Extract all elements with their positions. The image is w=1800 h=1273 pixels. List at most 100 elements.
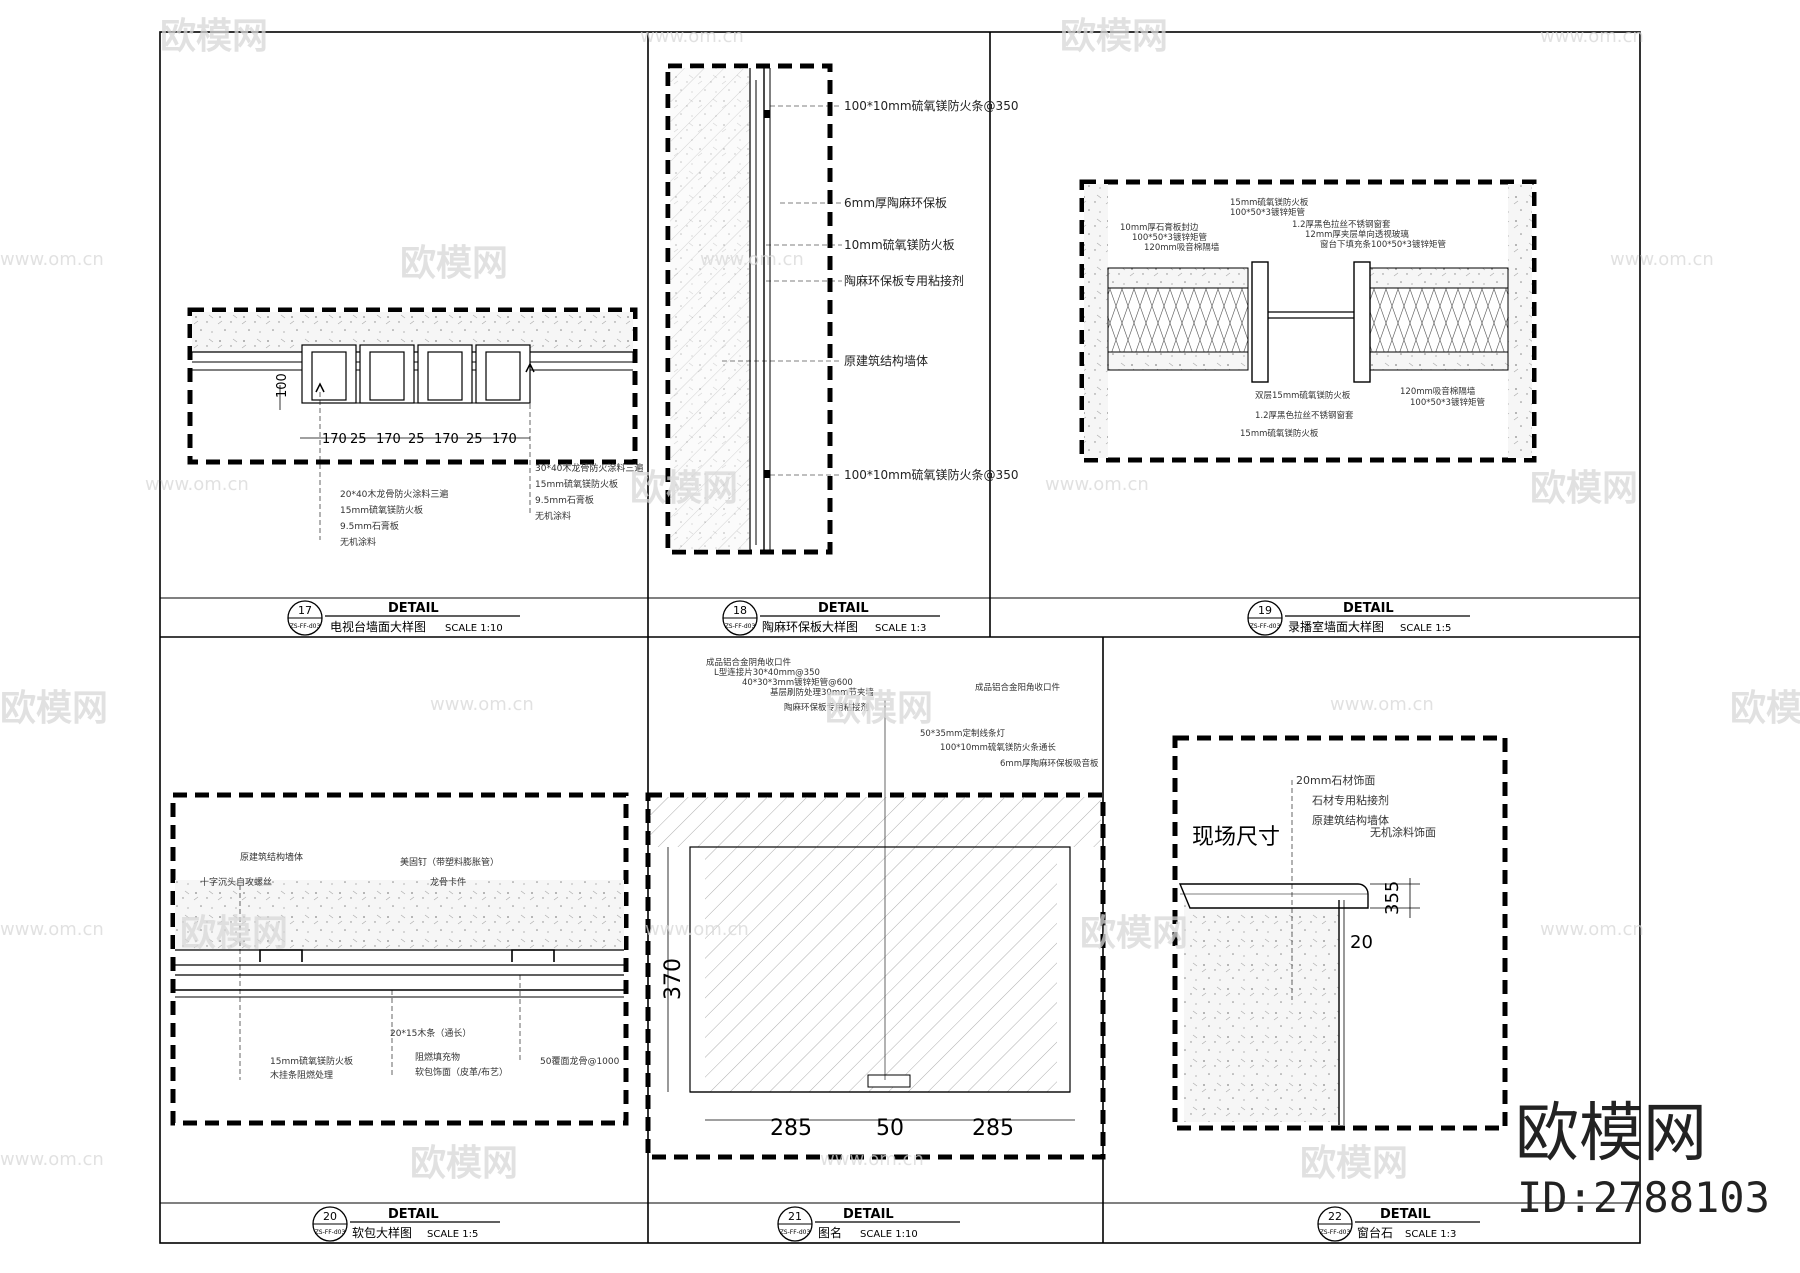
- note: 15mm硫氧镁防火板: [1230, 197, 1309, 208]
- watermark-brand: 欧模网: [630, 468, 738, 509]
- svg-text:22: 22: [1328, 1210, 1342, 1223]
- panel-22-dimensions: 现场尺寸 355 20: [1192, 825, 1403, 953]
- svg-text:19: 19: [1258, 604, 1272, 617]
- title-block-17: 17 ZS-FF-d03 DETAIL 电视台墙面大样图 SCALE 1:10: [287, 600, 520, 636]
- watermark-brand: 欧模网: [400, 243, 508, 284]
- note: 15mm硫氧镁防火板: [270, 1055, 353, 1067]
- note: 40*30*3mm镀锌矩管@600: [742, 677, 853, 688]
- dim-50: 50: [876, 1116, 904, 1141]
- watermark-brand: 欧模网: [1060, 16, 1168, 57]
- note: 120mm吸音棉隔墙: [1400, 386, 1476, 397]
- watermark-brand: 欧模网: [160, 16, 268, 57]
- title-block-18: 18 ZS-FF-d03 DETAIL 陶麻环保板大样图 SCALE 1:3: [722, 600, 940, 636]
- watermark-brand: 欧模网: [1530, 468, 1638, 509]
- dim-1: 170: [322, 432, 347, 447]
- panel-21-dimensions: 285 50 285 370: [661, 958, 1014, 1141]
- note: 20*40木龙骨防火涂料三遍: [340, 488, 448, 500]
- dim-7: 170: [492, 432, 517, 447]
- note: 基层刷防处理30mm节夹墙: [770, 687, 874, 698]
- watermark-site: www.om.cn: [430, 694, 534, 715]
- svg-text:DETAIL: DETAIL: [1343, 601, 1394, 616]
- note: 1.2厚黑色拉丝不锈钢窗套: [1292, 219, 1391, 230]
- watermark-brand: 欧模网: [1300, 1143, 1408, 1184]
- title-block-19: 19 ZS-FF-d03 DETAIL 录播室墙面大样图 SCALE 1:5: [1247, 600, 1470, 636]
- dim-2: 25: [350, 432, 367, 447]
- svg-text:ZS-FF-d03: ZS-FF-d03: [1320, 1229, 1351, 1236]
- title-block-21: 21 ZS-FF-d03 DETAIL 图名 SCALE 1:10: [777, 1206, 960, 1242]
- note: 120mm吸音棉隔墙: [1144, 242, 1220, 253]
- svg-text:软包大样图: 软包大样图: [352, 1225, 412, 1240]
- title-block-20: 20 ZS-FF-d03 DETAIL 软包大样图 SCALE 1:5: [312, 1206, 500, 1242]
- note: 成品铝合金阳角收口件: [975, 682, 1061, 693]
- svg-text:DETAIL: DETAIL: [843, 1207, 894, 1222]
- watermark-layer: 欧模网 欧模网 www.om.cn www.om.cn www.om.cn 欧模…: [0, 16, 1800, 1184]
- note: 木挂条阻燃处理: [270, 1069, 333, 1081]
- watermark-site: www.om.cn: [1540, 919, 1644, 940]
- note: 100*50*3镀锌矩管: [1132, 232, 1207, 243]
- watermark-brand: 欧模网: [180, 913, 288, 954]
- watermark-site: www.om.cn: [1610, 249, 1714, 270]
- dim-5: 170: [434, 432, 459, 447]
- svg-text:ZS-FF-d03: ZS-FF-d03: [725, 623, 756, 630]
- watermark-site: www.om.cn: [1330, 694, 1434, 715]
- note: 1.2厚黑色拉丝不锈钢窗套: [1255, 410, 1354, 421]
- dim-6: 25: [466, 432, 483, 447]
- dim-285-right: 285: [972, 1116, 1014, 1141]
- dim-3: 170: [376, 432, 401, 447]
- svg-text:SCALE 1:10: SCALE 1:10: [860, 1229, 918, 1240]
- note: L型连接片30*40mm@350: [714, 667, 820, 678]
- note: 原建筑结构墙体: [1312, 813, 1389, 827]
- dim-370: 370: [661, 958, 686, 1000]
- note: 软包饰面（皮革/布艺）: [415, 1066, 508, 1078]
- svg-text:SCALE 1:3: SCALE 1:3: [1405, 1229, 1456, 1240]
- note: 9.5mm石膏板: [535, 494, 594, 506]
- title-block-22: 22 ZS-FF-d03 DETAIL 窗台石 SCALE 1:3: [1317, 1206, 1480, 1242]
- watermark-brand: 欧模网: [825, 688, 933, 729]
- svg-text:SCALE 1:10: SCALE 1:10: [445, 623, 503, 634]
- watermark-site: www.om.cn: [645, 919, 749, 940]
- note: 100*10mm硫氧镁防火条通长: [940, 742, 1056, 753]
- svg-text:ZS-FF-d03: ZS-FF-d03: [290, 623, 321, 630]
- note: 原建筑结构墙体: [240, 851, 303, 863]
- note: 30*40木龙骨防火涂料三遍: [535, 462, 643, 474]
- svg-text:图名: 图名: [818, 1225, 842, 1240]
- svg-text:SCALE 1:5: SCALE 1:5: [1400, 623, 1451, 634]
- svg-text:DETAIL: DETAIL: [1380, 1207, 1431, 1222]
- panel-22-drawing: [1172, 735, 1508, 1131]
- svg-text:17: 17: [298, 604, 312, 617]
- note: 15mm硫氧镁防火板: [1240, 428, 1319, 439]
- panel-20-notes: 原建筑结构墙体 十字沉头自攻螺丝 美固钉（带塑料膨胀管） 龙骨卡件 20*15木…: [200, 851, 620, 1081]
- note: 15mm硫氧镁防火板: [340, 504, 423, 516]
- note: 阻燃填充物: [415, 1051, 460, 1063]
- watermark-brand: 欧模网: [0, 688, 108, 729]
- svg-text:21: 21: [788, 1210, 802, 1223]
- svg-text:录播室墙面大样图: 录播室墙面大样图: [1288, 619, 1384, 634]
- watermark-site: www.om.cn: [820, 1149, 924, 1170]
- panel-22-notes: 20mm石材饰面 石材专用粘接剂 原建筑结构墙体 无机涂料饰面: [1296, 773, 1436, 839]
- panel-20-drawing: [170, 792, 629, 1126]
- watermark-site: www.om.cn: [0, 919, 104, 940]
- note: 无机涂料: [340, 536, 376, 548]
- note: 无机涂料: [535, 510, 571, 522]
- svg-text:20: 20: [323, 1210, 337, 1223]
- brand-corner: 欧模网 ID:2788103: [1515, 1097, 1770, 1222]
- note: 无机涂料饰面: [1370, 825, 1436, 839]
- panel-18-notes: 100*10mm硫氧镁防火条@350 6mm厚陶麻环保板 10mm硫氧镁防火板 …: [844, 98, 1018, 482]
- panel-17-dimensions: 100 170 25 170 25 170 25 170: [275, 373, 517, 447]
- note: 美固钉（带塑料膨胀管）: [400, 856, 499, 868]
- note: 20mm石材饰面: [1296, 773, 1375, 787]
- watermark-site: www.om.cn: [1540, 26, 1644, 47]
- svg-text:DETAIL: DETAIL: [388, 601, 439, 616]
- dim-285-left: 285: [770, 1116, 812, 1141]
- watermark-site: www.om.cn: [0, 249, 104, 270]
- dim-355: 355: [1382, 881, 1403, 915]
- note: 10mm硫氧镁防火板: [844, 237, 955, 252]
- watermark-site: www.om.cn: [700, 249, 804, 270]
- note: 陶麻环保板专用粘接剂: [844, 273, 964, 288]
- svg-text:陶麻环保板大样图: 陶麻环保板大样图: [762, 619, 858, 634]
- dim-4: 25: [408, 432, 425, 447]
- svg-text:ZS-FF-d03: ZS-FF-d03: [1250, 623, 1281, 630]
- svg-text:DETAIL: DETAIL: [388, 1207, 439, 1222]
- note: 100*50*3镀锌矩管: [1230, 207, 1305, 218]
